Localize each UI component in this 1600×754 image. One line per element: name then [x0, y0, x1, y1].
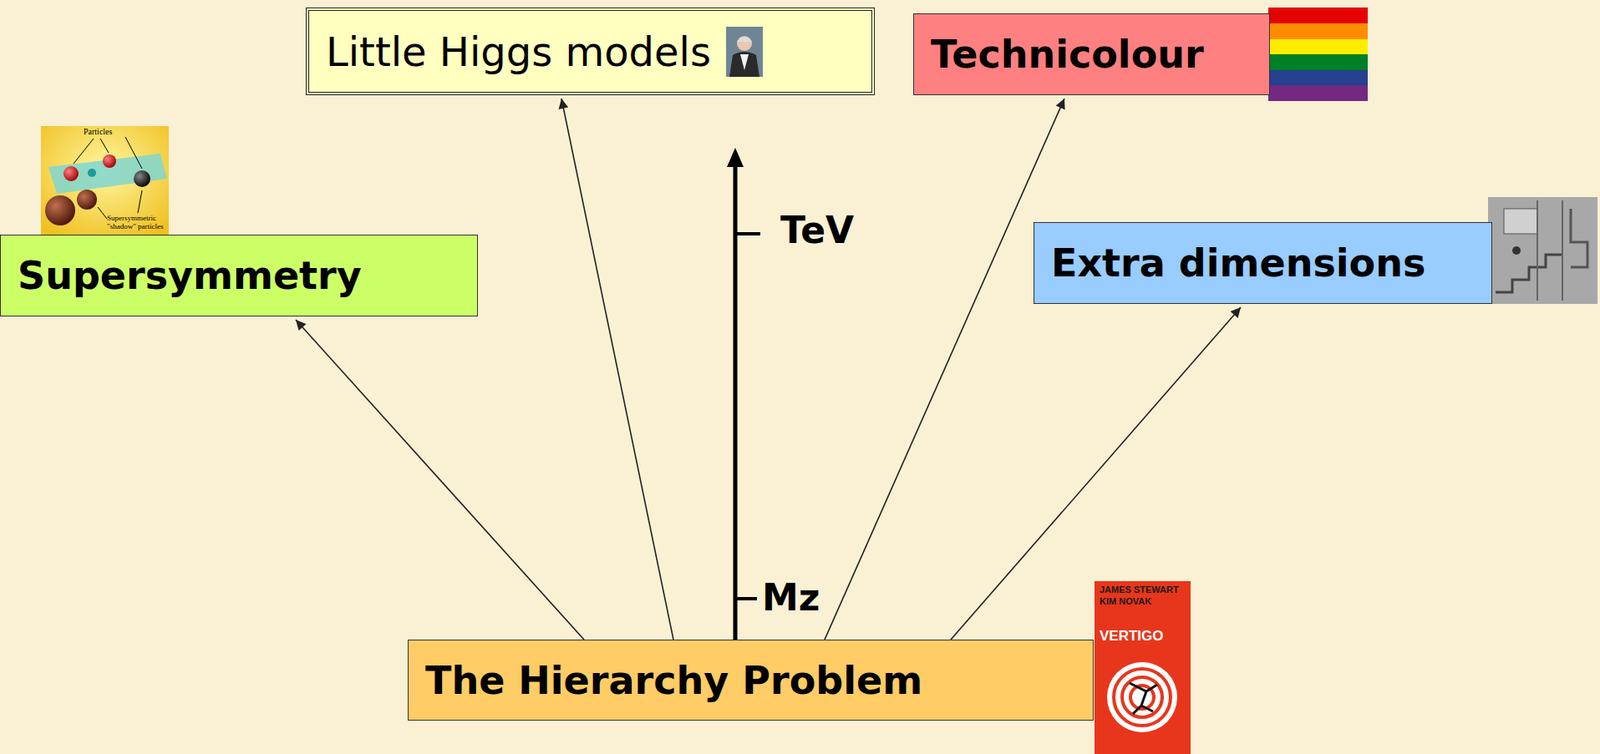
particle-ball — [87, 168, 97, 178]
topic-title: Supersymmetry — [17, 253, 362, 299]
picture-pillar — [1536, 200, 1539, 301]
photo-head — [736, 35, 752, 51]
picture-stairs — [1495, 254, 1563, 293]
picture-pointer — [100, 138, 109, 153]
topic-box: Technicolour — [913, 13, 1270, 96]
picture-caption: Particles — [83, 126, 112, 137]
picture-caption: Supersymmetric "shadow" particles — [106, 213, 169, 231]
flag-stripe — [1268, 7, 1368, 24]
rainbow-flag — [1268, 7, 1368, 102]
picture-pointer — [137, 190, 143, 214]
poster-credit: KIM NOVAK — [1099, 596, 1152, 607]
scale-label: Mz — [761, 576, 820, 620]
axis-tick — [735, 597, 757, 601]
picture-pointer — [125, 137, 143, 169]
picture-stairs — [1570, 208, 1588, 268]
particle-ball — [63, 166, 79, 182]
picture-pointer — [97, 207, 107, 219]
poster-ground — [1094, 581, 1191, 754]
picture-pointer — [73, 138, 94, 164]
topic-title: Little Higgs models — [325, 28, 712, 76]
topic-box: The Hierarchy Problem — [407, 640, 1094, 722]
shadow-particle-ball — [76, 189, 97, 210]
connector-arrow — [950, 307, 1241, 640]
flag-stripe — [1268, 70, 1368, 86]
supersymmetry-picture — [40, 126, 169, 237]
flag-stripe — [1268, 39, 1368, 55]
connector-arrow — [824, 98, 1065, 640]
picture-figure — [1512, 246, 1521, 255]
topic-box: Little Higgs models — [305, 7, 875, 96]
portrait-photo — [726, 26, 763, 77]
picture-arch — [1503, 208, 1538, 234]
picture-ground — [40, 126, 169, 237]
axis-tick — [735, 232, 761, 236]
scale-label: TeV — [780, 208, 854, 252]
topic-title: Extra dimensions — [1051, 240, 1426, 286]
topic-title: Technicolour — [930, 31, 1204, 77]
topic-box: Supersymmetry — [0, 234, 478, 317]
picture-plane — [48, 153, 168, 194]
topic-box: Extra dimensions — [1033, 222, 1493, 305]
poster-spiral — [1113, 669, 1171, 727]
escher-picture — [1488, 197, 1598, 305]
particle-ball — [102, 154, 117, 168]
poster-credit: JAMES STEWART — [1099, 584, 1179, 595]
poster-title: VERTIGO — [1099, 628, 1164, 646]
photo-hair — [736, 36, 752, 42]
topic-title: The Hierarchy Problem — [425, 658, 923, 704]
connector-arrow — [561, 98, 674, 640]
vertigo-poster — [1094, 581, 1191, 754]
shadow-particle-ball — [45, 195, 76, 226]
flag-stripe — [1268, 85, 1368, 102]
poster-spiral — [1107, 662, 1178, 733]
flag-stripe — [1268, 23, 1368, 40]
picture-pillar — [1561, 200, 1564, 301]
photo-ground — [726, 26, 763, 77]
axis-arrowhead — [726, 147, 744, 168]
connector-arrow — [295, 320, 585, 640]
photo-shirt — [740, 54, 749, 71]
particle-ball — [133, 170, 151, 188]
flag-stripe — [1268, 54, 1368, 71]
picture-ground — [1488, 197, 1598, 305]
energy-axis — [726, 147, 761, 640]
photo-jacket — [729, 51, 760, 77]
poster-spiral — [1122, 677, 1163, 718]
poster-figure — [1129, 683, 1158, 715]
